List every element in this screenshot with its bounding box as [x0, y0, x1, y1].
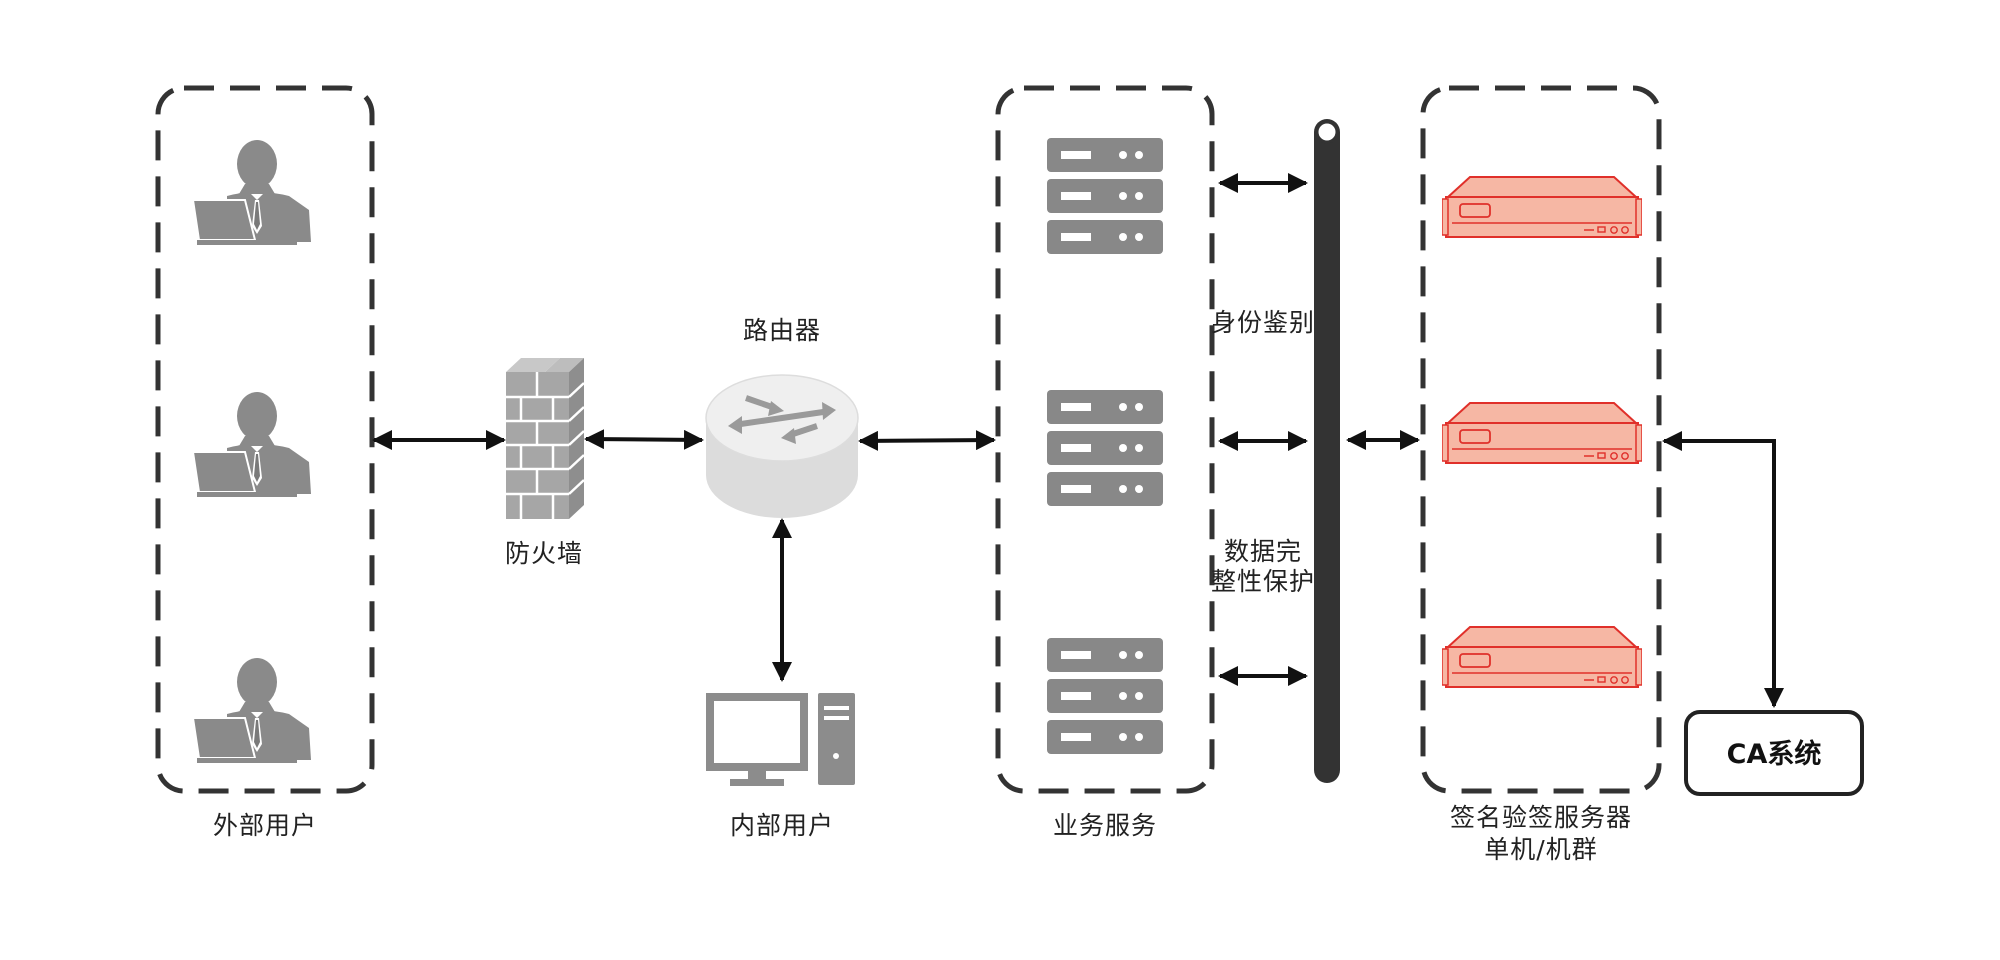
- rack-server-appliance-icon: [1442, 626, 1642, 688]
- desktop-computer-icon: [706, 693, 855, 786]
- ca-system-box[interactable]: [1684, 710, 1864, 796]
- ca-system-label: CA系统: [1727, 738, 1822, 770]
- network-bus: [1314, 119, 1340, 783]
- brick-wall-icon: [506, 358, 585, 519]
- internal-users-label: 内部用户: [730, 811, 834, 840]
- user-with-laptop-icon: [192, 658, 312, 764]
- identity-auth-label: 身份鉴别: [1211, 308, 1315, 337]
- rack-server-appliance-icon: [1442, 402, 1642, 464]
- external-users-label: 外部用户: [213, 811, 317, 840]
- user-with-laptop-icon: [192, 140, 312, 246]
- firewall-label: 防火墙: [505, 539, 583, 568]
- server-rack-icon: [1047, 390, 1163, 506]
- sign-server-label-line2: 单机/机群: [1484, 835, 1597, 864]
- server-rack-icon: [1047, 138, 1163, 254]
- business-service-label: 业务服务: [1053, 811, 1157, 840]
- user-with-laptop-icon: [192, 392, 312, 498]
- arrow-sign-ca: [1662, 431, 1784, 708]
- router-label: 路由器: [743, 316, 821, 345]
- business-service-group: [995, 85, 1215, 794]
- data-integrity-label-line1: 数据完: [1224, 537, 1302, 566]
- arrow-router-business: [858, 430, 996, 451]
- server-rack-icon: [1047, 638, 1163, 754]
- rack-server-appliance-icon: [1442, 176, 1642, 238]
- router-icon: [705, 374, 859, 518]
- arrow-firewall-router: [584, 429, 704, 450]
- sign-server-label-line1: 签名验签服务器: [1450, 803, 1632, 832]
- data-integrity-label-line2: 整性保护: [1211, 567, 1315, 596]
- sign-server-group: [1420, 85, 1662, 794]
